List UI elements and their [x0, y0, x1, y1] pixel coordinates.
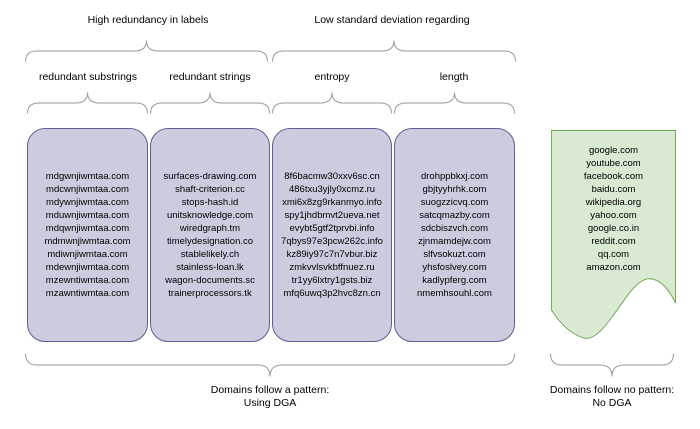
- brace-redundant-substrings: [27, 92, 148, 114]
- brace-redundant-strings: [150, 92, 270, 114]
- domain: mduwnjiwmtaa.com: [45, 210, 130, 221]
- domain: kz89iy97c7n7vbur.biz: [286, 249, 378, 260]
- domain: tr1yy6lxtry1gsts.biz: [291, 275, 373, 286]
- domain: baidu.com: [591, 184, 636, 195]
- domain: stablelikely.ch: [180, 249, 240, 260]
- dga-domains-box-entropy: 8f6bacmw30xxv6sc.cn 486txu3yjly0xcmz.ru xm…: [272, 128, 392, 342]
- feature-label-redundant-strings: redundant strings: [169, 71, 251, 83]
- domain-list: surfaces-drawing.com shaft-criterion.cc st…: [151, 170, 269, 300]
- domain: mdywnjiwmtaa.com: [46, 197, 129, 208]
- caption-dga-line1: Domains follow a pattern:: [210, 384, 330, 396]
- domain-list: drohppbkxj.com gbjtyyhrhk.com suogzzicvq.c…: [395, 170, 514, 300]
- caption-dga: Domains follow a pattern: Using DGA: [211, 384, 329, 410]
- domain: zjnmamdejw.com: [418, 236, 491, 247]
- brace-dga-domains: [25, 353, 515, 377]
- dga-domains-box-length: drohppbkxj.com gbjtyyhrhk.com suogzzicvq.c…: [394, 128, 515, 342]
- brace-low-std-deviation: [272, 40, 516, 62]
- domain: stops-hash.id: [181, 197, 239, 208]
- domain: zmkvvlsvkbffnuez.ru: [289, 262, 375, 273]
- domain: satcqmazby.com: [419, 210, 490, 221]
- domain: mzawntiwmtaa.com: [45, 288, 130, 299]
- domain: mzewntiwmtaa.com: [45, 275, 130, 286]
- legit-domain-list: google.com youtube.com facebook.com baidu.c…: [551, 144, 676, 274]
- dga-domains-box-redundant-substrings: mdgwnjiwmtaa.com mdcwnjiwmtaa.com mdywnjiw…: [27, 128, 148, 342]
- domain: evybt5gtf2tprvbi.info: [289, 223, 375, 234]
- domain-list: 8f6bacmw30xxv6sc.cn 486txu3yjly0xcmz.ru xm…: [273, 170, 391, 300]
- brace-entropy: [272, 92, 392, 114]
- domain: 8f6bacmw30xxv6sc.cn: [284, 171, 380, 182]
- dga-domains-box-redundant-strings: surfaces-drawing.com shaft-criterion.cc st…: [150, 128, 270, 342]
- domain: google.com: [588, 145, 639, 156]
- domain: qq.com: [597, 249, 630, 260]
- domain: sdcbiszvch.com: [420, 223, 489, 234]
- domain: facebook.com: [583, 171, 644, 182]
- domain: yhsfoslvey.com: [422, 262, 487, 273]
- domain: mdcwnjiwmtaa.com: [46, 184, 129, 195]
- domain: suogzzicvq.com: [420, 197, 489, 208]
- domain: mdgwnjiwmtaa.com: [45, 171, 130, 182]
- caption-dga-line2: Using DGA: [243, 397, 297, 409]
- domain: timelydesignation.co: [166, 236, 254, 247]
- domain: reddit.com: [591, 236, 636, 247]
- domain: wiredgraph.tm: [179, 223, 241, 234]
- domain: google.co.in: [587, 223, 640, 234]
- domain: wagon-documents.sc: [165, 275, 255, 286]
- domain: nmemhsouhl.com: [417, 288, 492, 299]
- domain: unitsknowledge.com: [166, 210, 254, 221]
- feature-label-entropy: entropy: [314, 71, 350, 83]
- caption-no-dga-line2: No DGA: [592, 397, 632, 409]
- domain: amazon.com: [586, 262, 641, 273]
- domain-list: mdgwnjiwmtaa.com mdcwnjiwmtaa.com mdywnjiw…: [28, 170, 147, 300]
- domain: mfq6uwq3p2hvc8zn.cn: [283, 288, 381, 299]
- group-label-low-std-deviation: Low standard deviation regarding: [314, 14, 470, 26]
- brace-length: [394, 92, 515, 114]
- brace-legit-domains: [550, 353, 674, 377]
- domain: wikipedia.org: [585, 197, 642, 208]
- domain: spy1jhdbmvt2ueva.net: [284, 210, 380, 221]
- domain: 7qbys97e3pcw262c.info: [281, 236, 383, 247]
- domain: mdqwnjiwmtaa.com: [45, 223, 130, 234]
- domain: trainerprocessors.tk: [168, 288, 252, 299]
- domain: 486txu3yjly0xcmz.ru: [288, 184, 376, 195]
- domain: yahoo.com: [590, 210, 637, 221]
- domain: drohppbkxj.com: [420, 171, 489, 182]
- feature-label-redundant-substrings: redundant substrings: [38, 71, 138, 83]
- caption-no-dga-line1: Domains follow no pattern:: [549, 384, 675, 396]
- domain: slfvsokuzt.com: [423, 249, 486, 260]
- domain: gbjtyyhrhk.com: [422, 184, 487, 195]
- domain: xmi6x8zg9rkanmyo.info: [282, 197, 382, 208]
- domain: shaft-criterion.cc: [175, 184, 245, 195]
- domain: youtube.com: [586, 158, 641, 169]
- domain: kadlypferg.com: [422, 275, 487, 286]
- group-label-high-redundancy: High redundancy in labels: [87, 14, 209, 26]
- caption-no-dga: Domains follow no pattern: No DGA: [550, 384, 674, 410]
- domain: mdewnjiwmtaa.com: [45, 262, 130, 273]
- domain: mdiwnjiwmtaa.com: [47, 249, 128, 260]
- domain: surfaces-drawing.com: [163, 171, 257, 182]
- feature-label-length: length: [439, 71, 469, 83]
- legit-domains-shape: [551, 130, 676, 339]
- domain: stainless-loan.lk: [176, 262, 244, 273]
- domain: mdmwnjiwmtaa.com: [44, 236, 131, 247]
- brace-high-redundancy: [25, 40, 268, 62]
